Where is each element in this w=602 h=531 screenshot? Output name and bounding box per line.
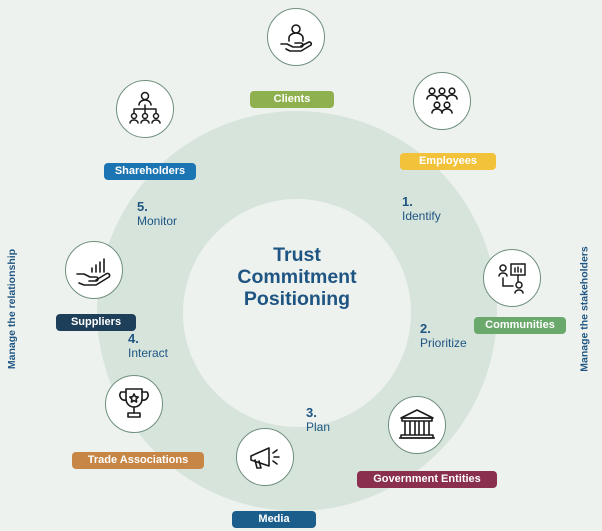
step-label: Monitor: [137, 214, 178, 228]
stakeholder-label-suppliers: Suppliers: [56, 314, 136, 331]
step-plan: 3. Plan: [306, 405, 331, 435]
step-label: Interact: [128, 346, 169, 360]
stakeholder-label-communities: Communities: [474, 317, 566, 334]
center-line-trust: Trust: [273, 244, 321, 266]
step-number: 1.: [402, 194, 413, 209]
hand-growth-chart-icon: [65, 241, 123, 299]
hand-holding-person-icon: [267, 8, 325, 66]
org-hierarchy-icon: [116, 80, 174, 138]
stakeholder-label-employees: Employees: [400, 153, 496, 170]
center-title: Trust Commitment Positioning: [183, 244, 411, 310]
step-number: 3.: [306, 405, 317, 420]
stakeholder-label-shareholders: Shareholders: [104, 163, 196, 180]
side-label-manage-stakeholders: Manage the stakeholders: [578, 246, 591, 372]
people-group-icon: [413, 72, 471, 130]
government-building-icon: [388, 396, 446, 454]
step-label: Prioritize: [420, 336, 467, 350]
megaphone-icon: [236, 428, 294, 486]
stakeholder-label-trade-associations: Trade Associations: [72, 452, 204, 469]
step-identify: 1. Identify: [402, 194, 441, 224]
step-monitor: 5. Monitor: [137, 199, 178, 229]
center-line-positioning: Positioning: [243, 288, 351, 310]
step-label: Identify: [402, 209, 441, 223]
side-label-manage-relationship: Manage the relationship: [6, 248, 19, 370]
community-network-icon: [483, 249, 541, 307]
step-number: 5.: [137, 199, 148, 214]
center-line-commitment: Commitment: [237, 266, 357, 288]
step-number: 2.: [420, 321, 431, 336]
stakeholder-label-clients: Clients: [250, 91, 334, 108]
stakeholder-label-government-entities: Government Entities: [357, 471, 497, 488]
step-number: 4.: [128, 331, 139, 346]
step-prioritize: 2. Prioritize: [420, 321, 467, 351]
inner-circle: [183, 199, 411, 427]
trophy-icon: [105, 375, 163, 433]
step-interact: 4. Interact: [128, 331, 169, 361]
step-label: Plan: [306, 420, 331, 434]
stakeholder-label-media: Media: [232, 511, 316, 528]
